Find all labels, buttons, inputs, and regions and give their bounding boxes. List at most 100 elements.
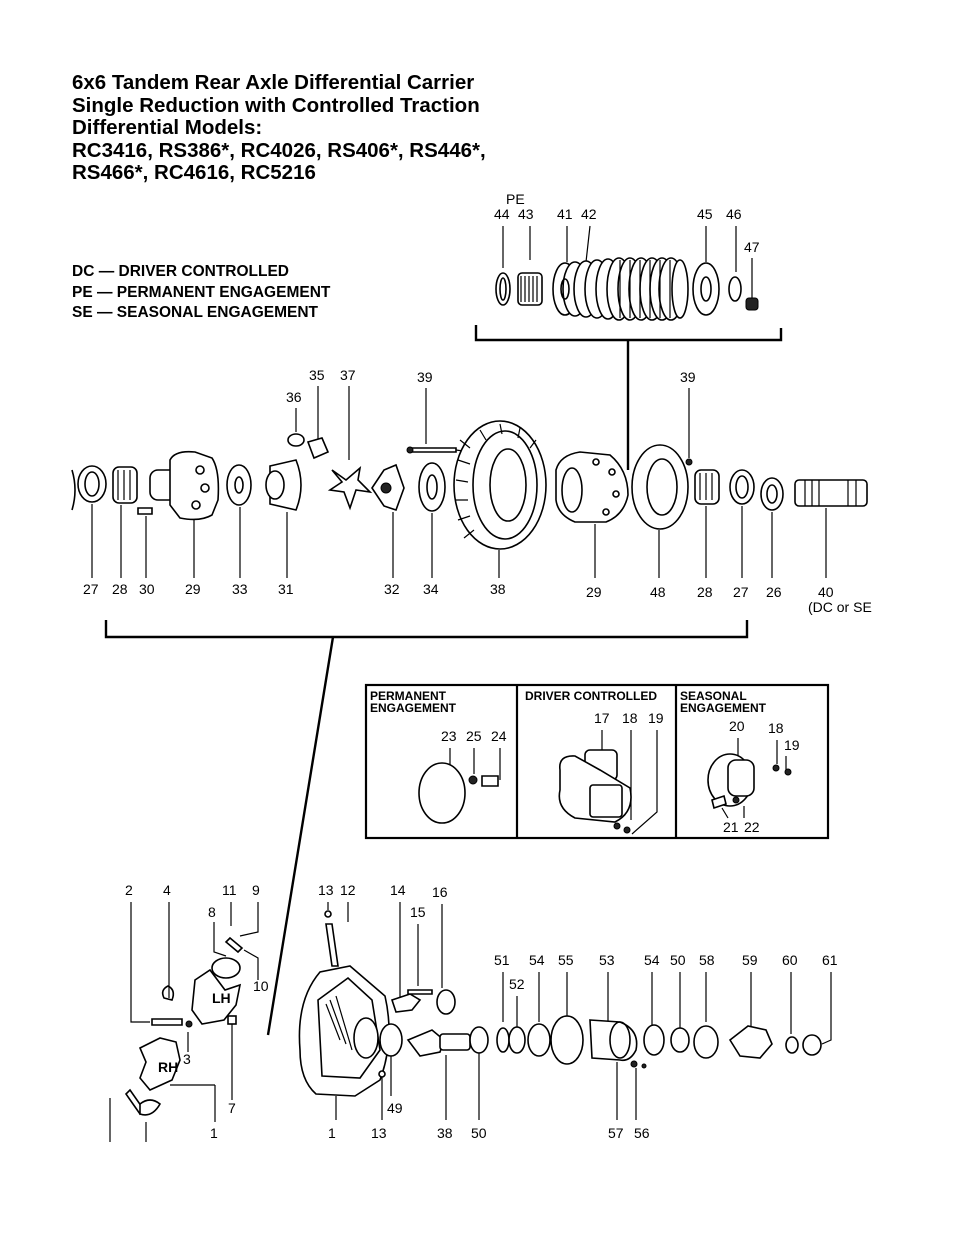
label-13b: 13 — [371, 1125, 387, 1141]
label-17: 17 — [594, 710, 610, 726]
label-39a: 39 — [417, 369, 433, 385]
label-48: 48 — [650, 584, 666, 600]
flange-48 — [631, 444, 693, 530]
label-53: 53 — [599, 952, 615, 968]
label-21: 21 — [723, 819, 739, 835]
label-39b: 39 — [680, 369, 696, 385]
label-8: 8 — [208, 904, 216, 920]
label-47: 47 — [744, 239, 760, 255]
bearing-49 — [379, 1023, 403, 1057]
label-30: 30 — [139, 581, 155, 597]
abbreviation-legend: DC — DRIVER CONTROLLED PE — PERMANENT EN… — [72, 262, 330, 324]
label-19b: 19 — [784, 737, 800, 753]
label-24: 24 — [491, 728, 507, 744]
washer-25 — [468, 775, 478, 785]
label-14: 14 — [390, 882, 406, 898]
label-57: 57 — [608, 1125, 624, 1141]
mark-rh: RH — [158, 1059, 178, 1075]
driver-title: DRIVER CONTROLLED — [525, 689, 657, 703]
label-52: 52 — [509, 976, 525, 992]
title-line-4: RC3416, RS386*, RC4026, RS406*, RS446*, — [72, 138, 486, 162]
label-42: 42 — [581, 206, 597, 222]
shaft-15 — [407, 989, 433, 995]
label-9: 9 — [252, 882, 260, 898]
pinion-gear-35 — [306, 437, 330, 460]
label-dc-or-se: (DC or SE — [808, 599, 872, 615]
case-half-29b — [555, 451, 629, 523]
bearing-43 — [517, 272, 543, 306]
bolt-2 — [151, 1018, 183, 1026]
label-11: 11 — [222, 882, 237, 898]
seasonal-title-1: SEASONAL — [680, 689, 747, 703]
legend-pe: PE — PERMANENT ENGAGEMENT — [72, 283, 331, 301]
label-51: 51 — [494, 952, 510, 968]
cup-54 — [527, 1023, 551, 1057]
bolt-24 — [481, 775, 499, 787]
engagement-options-box: PERMANENT ENGAGEMENT 23 25 24 DRIVER CON… — [364, 683, 830, 840]
thrust-washer-34 — [418, 462, 446, 512]
washer-60 — [785, 1036, 799, 1054]
seal-58 — [693, 1025, 719, 1059]
page-title: 6x6 Tandem Rear Axle Differential Carrie… — [72, 71, 592, 185]
label-19: 19 — [648, 710, 664, 726]
snap-ring-44 — [495, 272, 511, 306]
label-45: 45 — [697, 206, 713, 222]
label-50b: 50 — [471, 1125, 487, 1141]
carrier-row: 2 4 11 9 8 10 3 7 1 LH RH 13 12 14 1 — [109, 882, 838, 1142]
label-37: 37 — [340, 367, 356, 383]
nut-50 — [469, 1026, 489, 1054]
label-33: 33 — [232, 581, 248, 597]
case-half-29 — [149, 450, 220, 521]
pin-11 — [224, 936, 244, 954]
label-34: 34 — [423, 581, 439, 597]
label-3: 3 — [183, 1051, 191, 1067]
nut-47 — [745, 297, 759, 311]
bolt-39 — [409, 447, 457, 453]
seal-26 — [760, 477, 784, 511]
label-55: 55 — [558, 952, 574, 968]
label-1-left: 1 — [210, 1125, 218, 1141]
side-gear-32 — [371, 463, 405, 512]
label-10: 10 — [253, 978, 269, 994]
mark-lh: LH — [212, 990, 231, 1006]
label-22: 22 — [744, 819, 760, 835]
fork-14 — [390, 993, 422, 1013]
washer-45 — [692, 262, 720, 316]
label-12: 12 — [340, 882, 356, 898]
label-29b: 29 — [586, 584, 602, 600]
label-32: 32 — [384, 581, 400, 597]
label-15: 15 — [410, 904, 426, 920]
nut-61 — [802, 1034, 822, 1056]
carrier-housing-1 — [298, 965, 390, 1097]
cover-23 — [418, 762, 466, 824]
title-line-2: Single Reduction with Controlled Tractio… — [72, 93, 480, 117]
label-54: 54 — [529, 952, 545, 968]
label-25: 25 — [466, 728, 482, 744]
bearing-cap-lh: LH — [191, 957, 242, 1025]
thrust-washer-33 — [226, 464, 252, 506]
shift-unit-17 — [558, 749, 632, 834]
washer-36 — [287, 433, 305, 447]
label-7: 7 — [228, 1100, 236, 1116]
bearing-cap-rh: RH — [138, 1037, 181, 1091]
stud-12 — [325, 923, 339, 967]
clutch-pack-group: PE 44 43 41 42 45 46 47 — [474, 191, 783, 470]
title-line-3: Differential Models: — [72, 116, 263, 139]
bearing-cage-53 — [589, 1019, 647, 1069]
label-20: 20 — [729, 718, 745, 734]
title-line-5: RS466*, RC4616, RC5216 — [72, 161, 316, 184]
spider-37 — [327, 465, 373, 511]
bearing-cone-28b — [694, 469, 720, 505]
label-38: 38 — [490, 581, 506, 597]
label-38b: 38 — [437, 1125, 453, 1141]
label-4: 4 — [163, 882, 171, 898]
label-27b: 27 — [733, 584, 749, 600]
clutch-disc-stack — [552, 257, 689, 321]
label-60: 60 — [782, 952, 798, 968]
permanent-title-1: PERMANENT — [370, 689, 447, 703]
label-40: 40 — [818, 584, 834, 600]
cone-52 — [508, 1026, 526, 1054]
label-50: 50 — [670, 952, 686, 968]
label-28b: 28 — [697, 584, 713, 600]
